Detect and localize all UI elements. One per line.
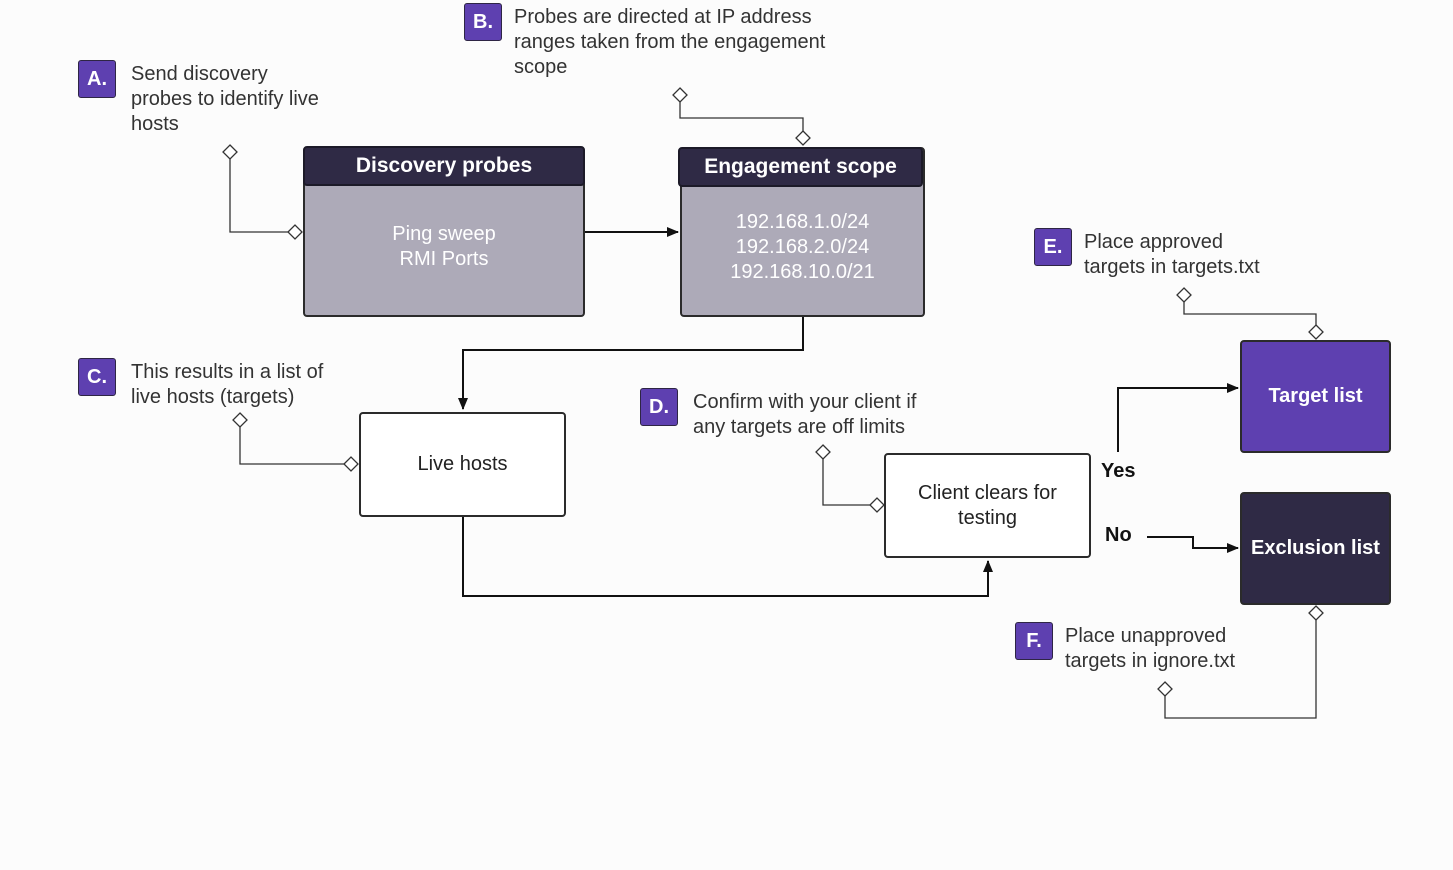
- client-clears-line1: Client clears for: [918, 481, 1057, 504]
- annotation-e-line1: Place approved: [1084, 231, 1223, 253]
- arrow-no-to-exclusion-list: [1147, 536, 1239, 553]
- discovery-item-ping-sweep: Ping sweep: [392, 223, 496, 245]
- scope-item-1: 192.168.1.0/24: [735, 210, 870, 233]
- target-list-node: Target list: [1240, 340, 1391, 453]
- annotation-b-line2: ranges taken from the engagement: [514, 31, 826, 53]
- leader-f: [1164, 620, 1317, 719]
- live-hosts-node: Live hosts: [359, 412, 566, 517]
- annotation-a: Send discovery probes to identify live h…: [131, 62, 319, 137]
- annotation-f-line1: Place unapproved: [1065, 625, 1227, 647]
- badge-c: C.: [78, 358, 116, 396]
- annotation-d-line1: Confirm with your client if: [693, 391, 917, 413]
- exclusion-list-node: Exclusion list: [1240, 492, 1391, 605]
- discovery-item-rmi-ports: RMI Ports: [399, 248, 489, 270]
- scope-item-2: 192.168.2.0/24: [735, 235, 870, 258]
- exclusion-list-label: Exclusion list: [1251, 537, 1380, 559]
- annotation-f-line2: targets in ignore.txt: [1065, 650, 1236, 672]
- annotation-c: This results in a list of live hosts (ta…: [131, 360, 323, 410]
- badge-e: E.: [1034, 228, 1072, 266]
- annotation-c-line2: live hosts (targets): [131, 386, 295, 408]
- leader-b: [679, 102, 804, 131]
- client-clears-node: Client clears for testing: [884, 453, 1091, 558]
- annotation-c-line1: This results in a list of: [131, 361, 324, 383]
- annotation-d-line2: any targets are off limits: [693, 416, 905, 438]
- target-list-label: Target list: [1268, 385, 1363, 407]
- badge-b: B.: [464, 3, 502, 41]
- annotation-b: Probes are directed at IP address ranges…: [514, 5, 825, 80]
- leader-c: [239, 427, 344, 465]
- badge-d: D.: [640, 388, 678, 426]
- annotation-b-line1: Probes are directed at IP address: [514, 6, 812, 28]
- engagement-scope-header: Engagement scope: [678, 147, 923, 187]
- annotation-a-line1: Send discovery: [131, 63, 268, 85]
- annotation-a-line3: hosts: [131, 113, 179, 135]
- scope-item-3: 192.168.10.0/21: [730, 260, 875, 283]
- annotation-a-line2: probes to identify live: [131, 88, 319, 110]
- edge-label-yes: Yes: [1101, 460, 1136, 482]
- edge-label-no: No: [1105, 524, 1132, 546]
- arrow-live-hosts-to-client: [462, 517, 993, 597]
- arrow-scope-to-live-hosts: [458, 317, 804, 410]
- live-hosts-label: Live hosts: [417, 453, 508, 475]
- leader-a: [229, 159, 288, 233]
- annotation-e-line2: targets in targets.txt: [1084, 256, 1260, 278]
- leader-d: [822, 459, 870, 506]
- annotation-f: Place unapproved targets in ignore.txt: [1065, 624, 1235, 674]
- annotation-e: Place approved targets in targets.txt: [1084, 230, 1260, 280]
- badge-f: F.: [1015, 622, 1053, 660]
- discovery-probes-header: Discovery probes: [303, 146, 585, 186]
- annotation-b-line3: scope: [514, 56, 568, 78]
- arrow-yes-to-target-list: [1117, 383, 1239, 452]
- leader-e: [1183, 302, 1317, 325]
- annotation-d: Confirm with your client if any targets …: [693, 390, 916, 440]
- badge-a: A.: [78, 60, 116, 98]
- client-clears-line2: testing: [958, 506, 1017, 529]
